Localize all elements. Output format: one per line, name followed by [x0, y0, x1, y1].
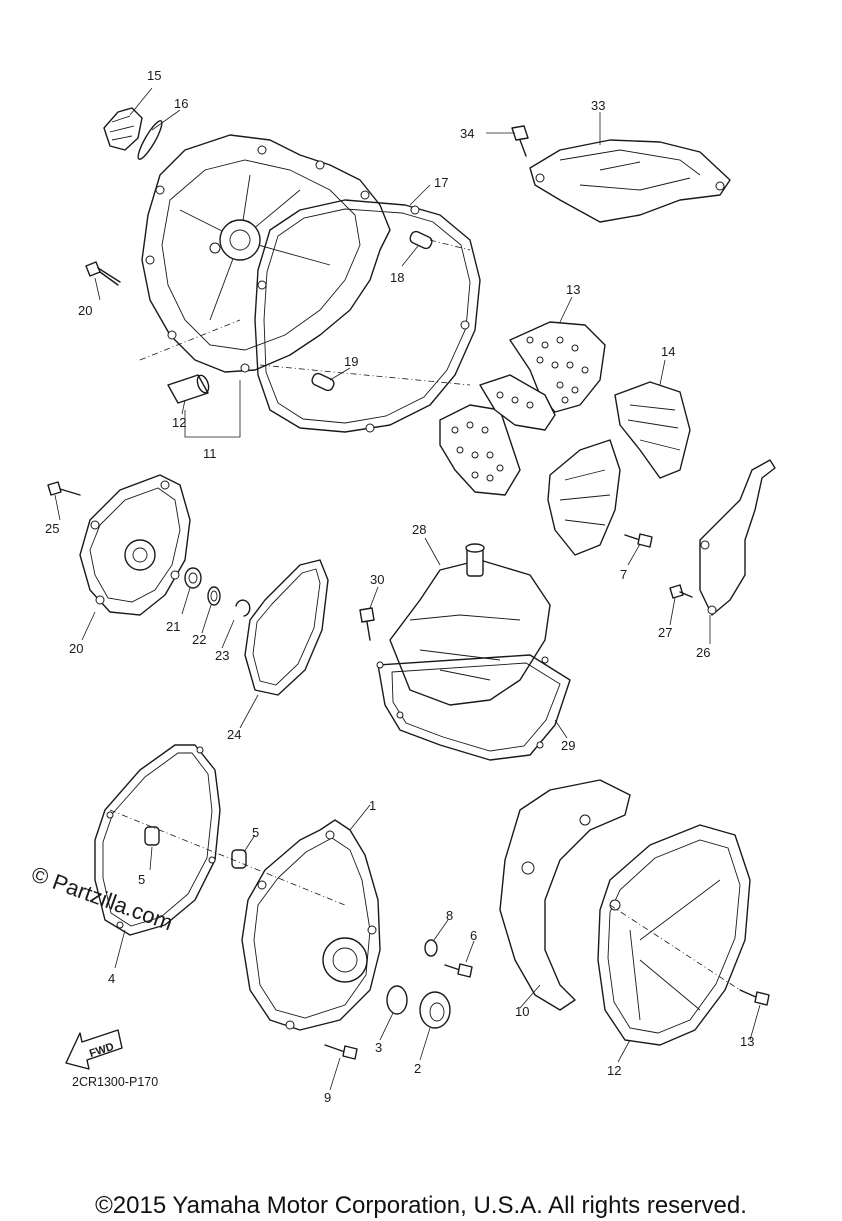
callout-18: 16 [174, 96, 188, 111]
diagram-code: 2CR1300-P170 [72, 1075, 158, 1089]
callout-6: 6 [470, 928, 477, 943]
callout-2: 2 [414, 1061, 421, 1076]
cover-plate-33 [529, 139, 731, 223]
circlip-25 [235, 599, 251, 617]
callout-24: 22 [192, 632, 206, 647]
dowels-5 [144, 826, 247, 869]
bolt-21 [85, 261, 121, 286]
plug-2 [419, 991, 451, 1029]
gasket-4 [94, 744, 221, 936]
bolt-32 [359, 607, 375, 641]
callout-16: 7 [620, 567, 627, 582]
sprocket-cover-10 [597, 824, 751, 1046]
cover-22 [79, 474, 191, 616]
callout-32: 30 [370, 572, 384, 587]
callout-4: 4 [108, 971, 115, 986]
callout-23: 21 [166, 619, 180, 634]
callout-9: 10 [515, 1004, 529, 1019]
callout-29: 27 [658, 625, 672, 640]
generator-cover-1 [241, 819, 381, 1031]
washer-7 [424, 939, 438, 957]
dowel-13 [167, 374, 210, 404]
callout-33: 33 [591, 98, 605, 113]
callout-20: 18 [390, 270, 404, 285]
callout-31: 29 [561, 738, 575, 753]
callout-15: 14 [661, 344, 675, 359]
callout-27: 25 [45, 521, 59, 536]
washer-24 [207, 586, 221, 606]
oil-filler-plug [103, 107, 143, 151]
clutch-cover-gasket [254, 199, 481, 433]
callout-26: 24 [227, 727, 241, 742]
callout-1: 1 [369, 798, 376, 813]
callout-34: 34 [460, 126, 474, 141]
o-ring-3 [386, 985, 408, 1015]
callout-11: 13 [740, 1034, 754, 1049]
callout-30: 28 [412, 522, 426, 537]
callout-20b: 19 [344, 354, 358, 369]
callout-25: 23 [215, 648, 229, 663]
callout-8: 9 [324, 1090, 331, 1105]
cover-30 [389, 543, 551, 706]
gasket-26 [244, 559, 329, 696]
o-ring [137, 120, 163, 160]
callout-12: 11 [203, 446, 217, 461]
bolt-11 [739, 989, 770, 1006]
callout-14: 13 [566, 282, 580, 297]
damper-plate-15 [547, 381, 691, 556]
callout-17: 15 [147, 68, 161, 83]
callout-10: 12 [607, 1063, 621, 1078]
callout-13: 12 [172, 415, 186, 430]
bolt-34 [511, 125, 529, 157]
oil-seal-23 [184, 567, 202, 589]
callout-28: 26 [696, 645, 710, 660]
callout-22: 20 [69, 641, 83, 656]
bolt-16 [624, 533, 653, 548]
dowel-pins-20 [311, 230, 433, 392]
callout-3: 3 [375, 1040, 382, 1055]
cover-9 [499, 779, 631, 1011]
watermark: © Partzilla.com [28, 861, 176, 935]
callout-5b: 5 [138, 872, 145, 887]
copyright-notice: ©2015 Yamaha Motor Corporation, U.S.A. A… [95, 1192, 747, 1219]
callout-numbers: 15 16 17 18 19 20 12 11 34 33 13 14 7 27… [45, 68, 754, 1105]
callout-21: 20 [78, 303, 92, 318]
callout-19: 17 [434, 175, 448, 190]
callout-7: 8 [446, 908, 453, 923]
gasket-31 [376, 654, 571, 761]
bolt-27 [47, 481, 81, 496]
fwd-arrow-icon: FWD [65, 1029, 123, 1070]
bolt-6 [444, 963, 473, 978]
bolt-29 [669, 584, 693, 599]
small-cover-28 [699, 459, 776, 616]
bolt-8 [324, 1044, 358, 1060]
leader-lines [54, 87, 761, 1091]
damper-plate-14 [439, 321, 606, 496]
clutch-cover [141, 134, 391, 373]
callout-5: 5 [252, 825, 259, 840]
